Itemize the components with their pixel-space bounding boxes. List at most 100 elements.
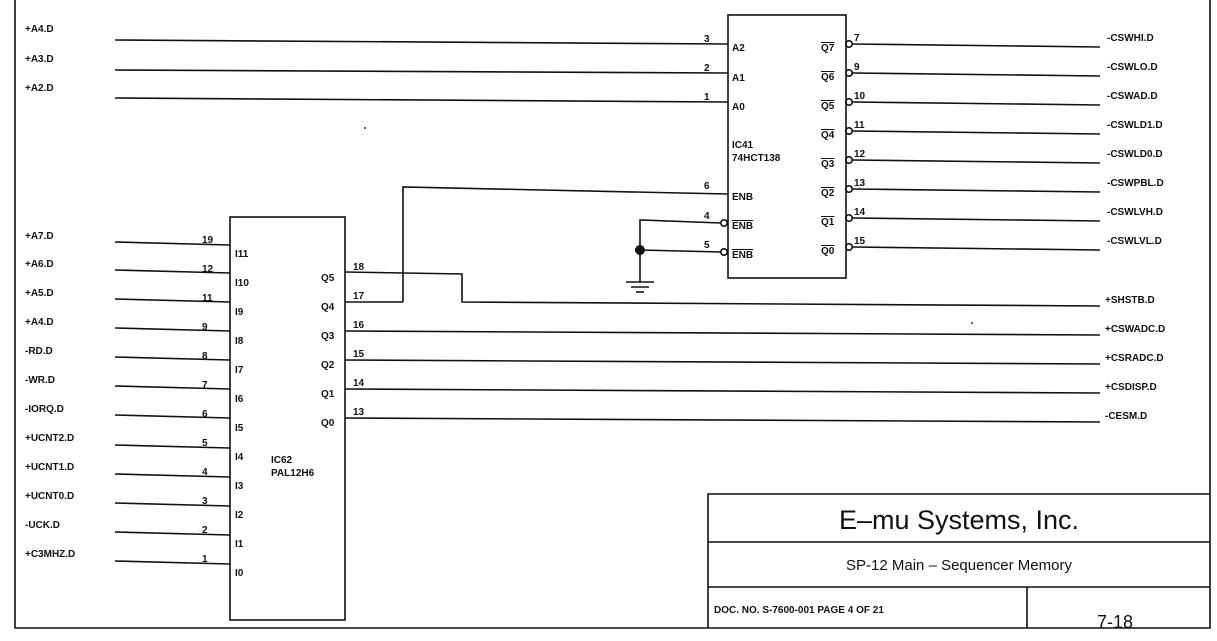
ic41-pin-label: A0 [732,102,745,113]
ic41-pin-label: Q7 [821,43,835,54]
ic41-ref: IC41 [732,140,754,151]
ic41-wire-a1 [114,69,729,74]
ic62-input-wires [114,241,231,565]
ic62-pin-number: 17 [353,291,365,302]
ic62-pin-label: I11 [235,249,249,260]
ic62-pin-label: I1 [235,539,244,550]
net-label: +SHSTB.D [1105,295,1155,306]
ic41-pin-number: 2 [704,63,710,74]
net-label: -RD.D [25,346,53,357]
ic62-net-labels: +A7.D +A6.D +A5.D +A4.D -RD.D -WR.D -IOR… [25,231,1165,560]
ic41-pin-number: 13 [854,178,866,189]
ic62-pin-label: I9 [235,307,244,318]
ic41-pin-number: 1 [704,92,710,103]
ic62-pin-label: Q4 [321,302,335,313]
sheet-border [14,0,1211,629]
ic62-pin-label: Q3 [321,331,335,342]
ic62-pin-number: 12 [202,264,214,275]
ic62-ref: IC62 [271,455,293,466]
net-label: -CSWAD.D [1107,91,1158,102]
ic41-pin-label: A1 [732,73,745,84]
net-label: -CSWHI.D [1107,33,1154,44]
ic62-pin-label: Q2 [321,360,335,371]
net-label: +C3MHZ.D [25,549,75,560]
junction-dot [635,245,645,255]
ic62-part: PAL12H6 [271,468,315,479]
net-label: -CSWLO.D [1107,62,1158,73]
ic41-pin-number: 15 [854,236,866,247]
ic41-pin-label: ENB [732,192,753,203]
ic62-pin-number: 6 [202,409,208,420]
net-label: +A5.D [25,288,54,299]
ic41-pin-label: Q3 [821,159,835,170]
net-label: -WR.D [25,375,55,386]
ic41-pin-number: 9 [854,62,860,73]
net-label: +A7.D [25,231,54,242]
page-number: 7-18 [1097,612,1133,632]
ic62-pin-label: I3 [235,481,244,492]
ic41-pin-number: 10 [854,91,866,102]
net-label: +A2.D [25,83,54,94]
ic62-pin-number: 15 [353,349,365,360]
ic41-pin-label: A2 [732,43,745,54]
ic62-pin-number: 9 [202,322,208,333]
ic41-pin-number: 11 [854,120,865,131]
net-label: +CSDISP.D [1105,382,1157,393]
speck-mark [364,127,366,129]
ic41-net-labels: +A4.D +A3.D +A2.D -CSWHI.D -CSWLO.D -CSW… [25,24,1164,247]
ic62-pin-number: 8 [202,351,208,362]
ic41-pin-number: 5 [704,240,710,251]
ic62-pin-label: I6 [235,394,244,405]
ic41-pin-number: 12 [854,149,866,160]
ic41-pin-label: Q1 [821,217,835,228]
ic62-pin-number: 7 [202,380,208,391]
ic41-pin-number: 4 [704,211,710,222]
ic62-pin-number: 4 [202,467,208,478]
ic41-pin-number: 3 [704,34,710,45]
net-label: +CSRADC.D [1105,353,1164,364]
ic62-pin-number: 14 [353,378,365,389]
ic41-pin-number: 7 [854,33,860,44]
ic62-pin-number: 1 [202,554,208,565]
title-block-frame [707,493,1210,628]
net-label: +A4.D [25,24,54,35]
ic41-pin-label: ENB [732,250,753,261]
ic41-pin-number: 14 [854,207,866,218]
ic62-pin-label: I5 [235,423,244,434]
net-label: -UCK.D [25,520,60,531]
company-name: E–mu Systems, Inc. [839,505,1079,535]
ic62-output-wires [344,271,1101,423]
ic41-enable-wires [402,186,729,302]
ic41-pin-label: Q2 [821,188,835,199]
ic41-wire-a0 [114,97,729,103]
ic41-labels: IC41 74HCT138 3 2 1 A2 A1 A0 6 4 5 ENB E… [704,33,866,261]
net-label: +UCNT0.D [25,491,74,502]
net-label: +UCNT2.D [25,433,74,444]
net-label: -CSWLD1.D [1107,120,1163,131]
ic41-wire-a2 [114,39,729,45]
net-label: -CSWLVL.D [1107,236,1162,247]
net-label: +CSWADC.D [1105,324,1165,335]
ic41-pin-label: Q5 [821,101,835,112]
ic41-pin-label: Q4 [821,130,835,141]
speck-mark [971,322,973,324]
net-label: +UCNT1.D [25,462,74,473]
ic41-pin-number: 6 [704,181,710,192]
ic62-pin-label: I2 [235,510,244,521]
ic62-pin-number: 18 [353,262,365,273]
ic62-pin-number: 2 [202,525,208,536]
ic62-pin-number: 5 [202,438,208,449]
ic41-pin-label: Q0 [821,246,835,257]
ground-symbol [626,281,654,293]
net-label: -CSWPBL.D [1107,178,1164,189]
net-label: +A4.D [25,317,54,328]
ic62-pin-number: 16 [353,320,365,331]
ic41-part: 74HCT138 [732,153,781,164]
ic62-pin-label: I7 [235,365,244,376]
ic62-pin-number: 11 [202,293,213,304]
net-label: +A6.D [25,259,54,270]
ic62-pin-label: Q5 [321,273,335,284]
ic62-pin-label: I0 [235,568,244,579]
net-label: -IORQ.D [25,404,64,415]
